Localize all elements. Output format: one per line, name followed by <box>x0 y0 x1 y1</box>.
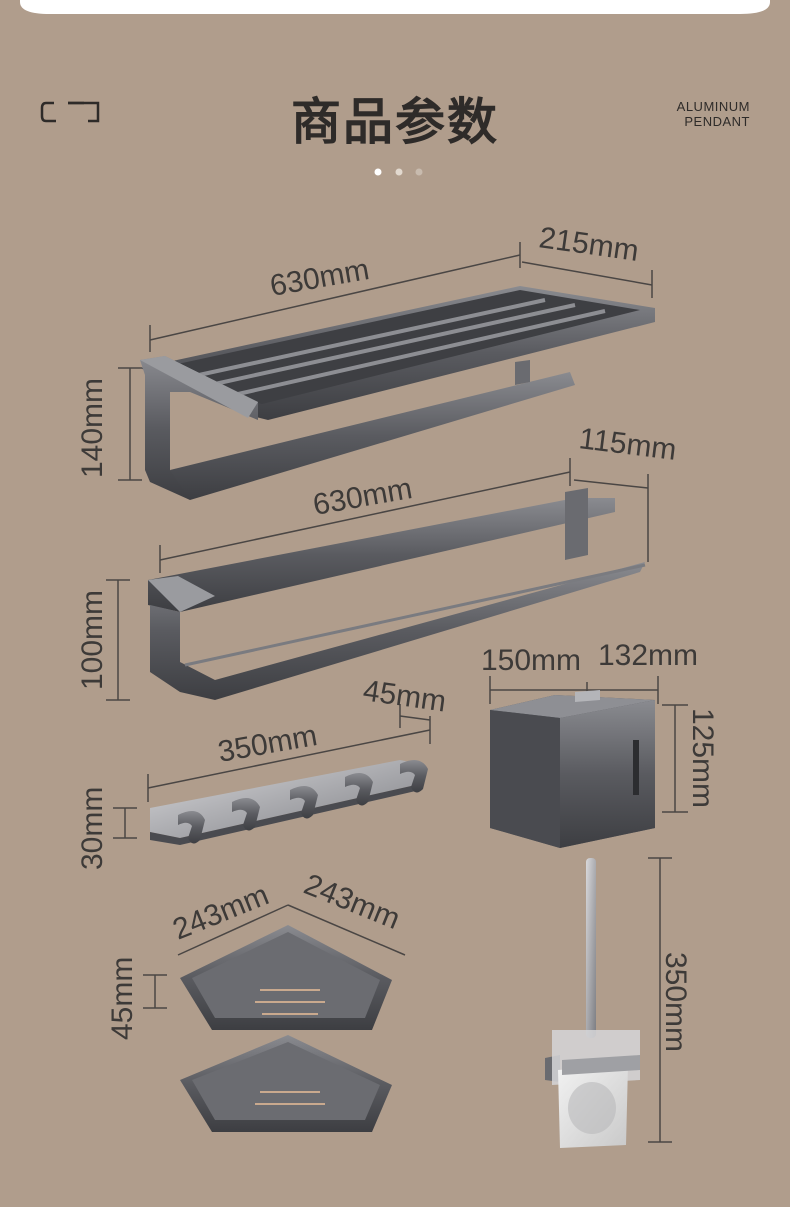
toilet-brush-height-label: 350mm <box>659 952 692 1052</box>
towel-bar-depth-label: 115mm <box>577 422 678 467</box>
tissue-box-width-label: 150mm <box>481 644 581 677</box>
hook-rail-height-label: 30mm <box>76 787 109 870</box>
toilet-brush: 350mm <box>545 857 692 1148</box>
corner-shelf: 243mm 243mm 45mm <box>106 868 406 1132</box>
tissue-box: 150mm 132mm 125mm <box>481 639 719 848</box>
brand-line-2: PENDANT <box>684 114 750 129</box>
tissue-box-height-label: 125mm <box>686 708 719 808</box>
hook-rail-width-label: 350mm <box>215 719 319 769</box>
towel-bar: 630mm 115mm 100mm <box>76 422 678 701</box>
brand-logo-icon <box>40 101 100 123</box>
towel-rack-width-label: 630mm <box>267 253 371 303</box>
towel-bar-width-label: 630mm <box>310 472 414 522</box>
towel-rack-height-label: 140mm <box>76 378 109 478</box>
hook-4 <box>345 773 373 806</box>
towel-bar-height-label: 100mm <box>76 590 109 690</box>
carousel-dot-1[interactable] <box>374 168 382 176</box>
towel-rack-depth-label: 215mm <box>537 221 641 268</box>
hook-rail-depth-label: 45mm <box>361 674 448 718</box>
corner-shelf-height-label: 45mm <box>106 957 139 1040</box>
brand-tag: ALUMINUM PENDANT <box>677 99 750 129</box>
carousel-dot-3[interactable] <box>415 168 423 176</box>
hook-2 <box>232 798 260 831</box>
page-title: 商品参数 <box>291 93 499 151</box>
brand-line-1: ALUMINUM <box>676 99 750 114</box>
hook-rail: 350mm 45mm 30mm <box>76 674 448 870</box>
hook-5 <box>400 760 428 793</box>
carousel-dots <box>374 168 423 176</box>
hook-1 <box>178 811 205 844</box>
tissue-box-depth-label: 132mm <box>598 639 698 672</box>
carousel-dot-2[interactable] <box>395 168 403 176</box>
corner-shelf-side-b-label: 243mm <box>299 868 404 936</box>
top-white-bar <box>20 0 770 14</box>
hook-3 <box>290 786 318 819</box>
towel-rack: 630mm 215mm 140mm <box>76 221 655 500</box>
